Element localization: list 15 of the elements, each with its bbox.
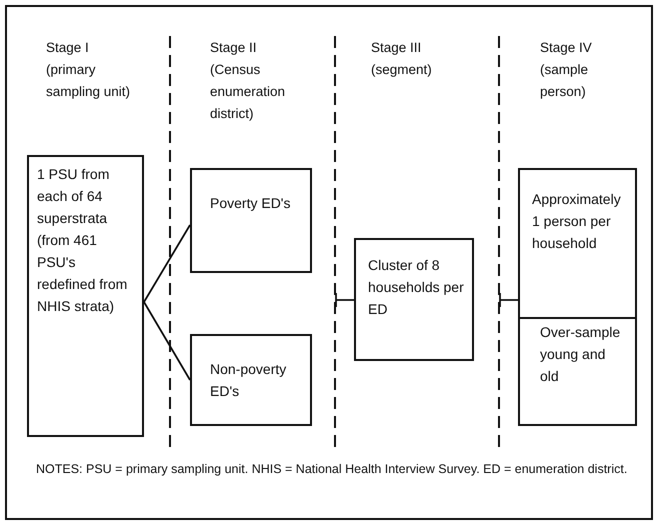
process-box: 1 PSU from each of 64 superstrata (from 461 PSU's redefined from NHIS strata): [27, 155, 144, 437]
process-box: Non-poverty ED's: [190, 334, 312, 426]
process-box: Cluster of 8 households per ED: [354, 238, 474, 361]
process-box: Poverty ED's: [190, 168, 312, 273]
process-box: Approximately 1 person per household: [518, 168, 637, 319]
stage-heading: Stage II (Census enumeration district): [210, 39, 286, 123]
connector-line: [143, 224, 191, 302]
process-box: Over-sample young and old: [518, 317, 637, 426]
connector-line: [499, 292, 519, 308]
connector-line: [335, 292, 355, 308]
connector-line: [143, 302, 191, 380]
stage-heading: Stage I (primary sampling unit): [46, 39, 132, 101]
notes-text: NOTES: PSU = primary sampling unit. NHIS = National Health Interview Survey. ED = enumeration district.: [36, 461, 628, 478]
stage-heading: Stage IV (sample person): [540, 39, 593, 101]
stage-heading: Stage III (segment): [371, 39, 433, 79]
